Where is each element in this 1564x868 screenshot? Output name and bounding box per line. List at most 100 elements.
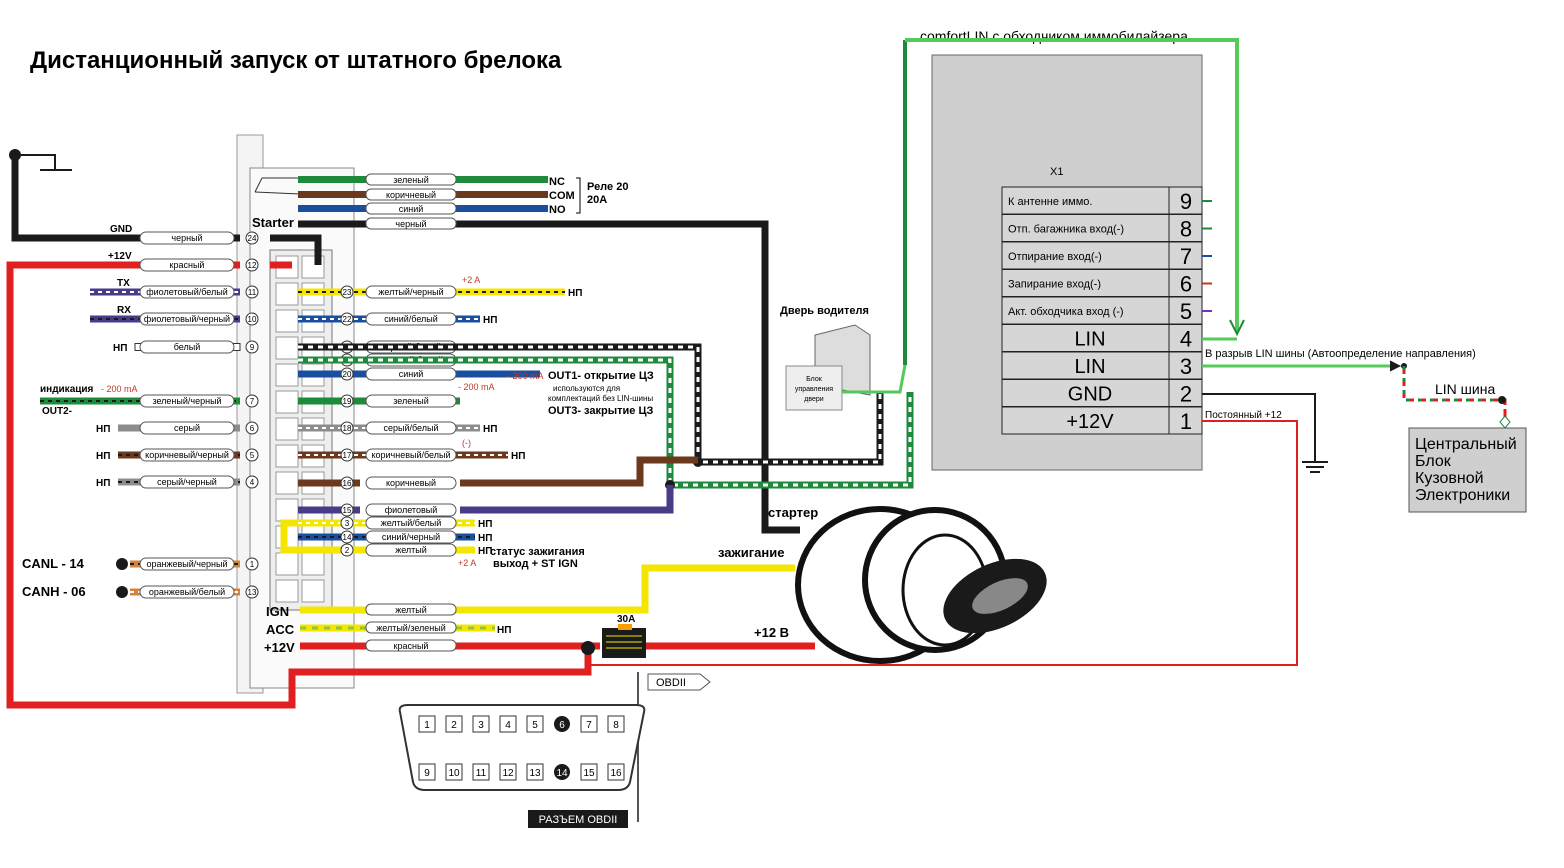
connector-cell — [275, 552, 299, 576]
connector-cell — [275, 444, 299, 468]
violet-wire-15 — [460, 485, 674, 514]
right-pin-label: НП — [483, 315, 497, 326]
left-pin-number: 9 — [250, 343, 255, 352]
right-pin-number: 19 — [343, 397, 352, 406]
obd-pin-number: 14 — [556, 768, 568, 779]
connector-cell — [275, 282, 299, 306]
left-pin-color: белый — [174, 342, 201, 352]
obd-pin — [580, 763, 598, 781]
right-pin-color: серый/белый — [383, 423, 438, 433]
lin-bus-label: LIN шина — [1435, 381, 1495, 397]
right-pin-label: НП — [478, 546, 492, 557]
obd-pin — [472, 715, 490, 733]
left-pin-label: НП — [113, 343, 127, 354]
right-pin-color: фиолетовый — [385, 505, 438, 515]
right-pin-number: 17 — [343, 451, 352, 460]
door-block-line2: управления — [795, 386, 833, 393]
obd-pin-number: 13 — [529, 768, 541, 779]
fuse-label: 30A — [617, 614, 635, 625]
out1-note-2: комплектаций без LIN-шины — [548, 394, 653, 403]
left-pin-color: серый/черный — [157, 477, 217, 487]
ign-label: IGN — [266, 604, 289, 619]
starter-wire — [298, 220, 800, 534]
obd-pin-number: 7 — [586, 720, 592, 731]
starter-wire-color: черный — [395, 219, 426, 229]
bcm-line2: Блок — [1415, 453, 1452, 470]
right-pin-current: +2 A — [462, 275, 480, 285]
module-pin-number: 3 — [1180, 354, 1192, 379]
bcm-line1: Центральный — [1415, 436, 1517, 453]
out1-label: OUT1- открытие ЦЗ — [548, 370, 654, 382]
left-pin-number: 24 — [248, 234, 257, 243]
right-pin-label: НП — [478, 519, 492, 530]
left-pin-color: черный — [171, 233, 202, 243]
right-pin-number: 22 — [343, 315, 352, 324]
module-pin-label: LIN — [1074, 329, 1105, 351]
acc-label: ACC — [266, 622, 295, 637]
ignition-status-2: выход + ST IGN — [493, 558, 578, 570]
right-pin-number: 23 — [343, 288, 352, 297]
plus12b-caption: +12 B — [754, 625, 789, 640]
left-pin-number: 4 — [250, 478, 255, 487]
starter-caption: стартер — [768, 505, 818, 520]
door-block-line1: Блок — [806, 376, 823, 383]
module-pin-number-cell — [1168, 406, 1203, 435]
right-pin-current: - 200 mA — [458, 382, 495, 392]
module-pin-number: 7 — [1180, 244, 1192, 269]
obd-pin-number: 12 — [502, 768, 514, 779]
right-pin-number: 3 — [345, 519, 350, 528]
obd-pin — [526, 763, 544, 781]
obd-pin — [418, 763, 436, 781]
obd-pin — [554, 716, 570, 732]
left-pin-label: НП — [96, 424, 110, 435]
ignition-caption: зажигание — [718, 545, 784, 560]
right-pin-number: 18 — [343, 424, 352, 433]
ignition-status-1: статус зажигания — [490, 546, 585, 558]
left-pin-label: RX — [117, 305, 131, 316]
indication-current: - 200 mA — [101, 384, 138, 394]
relay-com-color: коричневый — [386, 190, 436, 200]
module-pin-label-cell — [1001, 406, 1170, 435]
right-pin-current: +2 A — [458, 558, 476, 568]
obd-caption: РАЗЪЕМ OBDII — [539, 814, 618, 826]
obd-pin — [499, 763, 517, 781]
right-pin-number: 20 — [343, 370, 352, 379]
constant-12v-wire — [588, 420, 1298, 666]
right-pin-color: коричневый/белый — [371, 450, 450, 460]
brown-wire-16 — [460, 456, 698, 487]
obd-pin — [418, 715, 436, 733]
acc-np: НП — [497, 625, 511, 636]
right-pin-color: желтый — [395, 545, 427, 555]
module-pin-number-cell — [1168, 269, 1203, 297]
constant12-label: Постоянный +12 — [1205, 410, 1282, 421]
connector-cell — [301, 579, 325, 603]
acc-wire-color: желтый/зеленый — [376, 623, 446, 633]
starter-label: Starter — [252, 215, 294, 230]
obd-tag: OBDII — [656, 677, 686, 689]
connector-cell — [275, 336, 299, 360]
bcm-line4: Электроники — [1415, 487, 1510, 504]
diagram-title: Дистанционный запуск от штатного брелока — [30, 47, 562, 74]
obd-pin-number: 2 — [451, 720, 457, 731]
right-pin-number: 16 — [343, 479, 352, 488]
module-pin-label: GND — [1068, 384, 1112, 406]
obd-pin-number: 3 — [478, 720, 484, 731]
left-pin-label: +12V — [108, 251, 132, 262]
right-pin-color: зеленый — [393, 396, 428, 406]
left-pin-number: 10 — [248, 315, 257, 324]
relay-caption-2: 20А — [587, 194, 607, 206]
connector-cell — [301, 552, 325, 576]
connector-cell — [275, 390, 299, 414]
obd-pin — [607, 763, 625, 781]
obd-pin — [499, 715, 517, 733]
left-pin-color: красный — [170, 260, 205, 270]
right-pin-number: 15 — [343, 506, 352, 515]
left-pin-number: 6 — [250, 424, 255, 433]
lin-break-label: В разрыв LIN шины (Автоопределение напра… — [1205, 348, 1476, 360]
right-pin-label: НП — [511, 451, 525, 462]
right-pin-color: желтый/черный — [378, 287, 443, 297]
left-pin-number: 5 — [250, 451, 255, 460]
